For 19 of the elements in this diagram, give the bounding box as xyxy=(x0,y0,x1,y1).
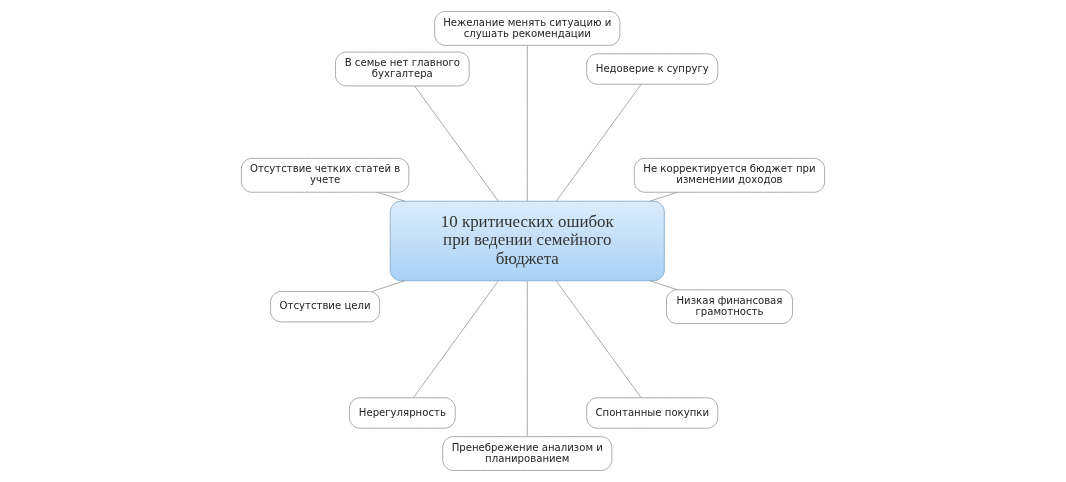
connector xyxy=(555,84,642,202)
connector xyxy=(371,280,406,292)
node-box: 10 критических ошибок при ведении семейного бюджета xyxy=(389,200,665,282)
connector xyxy=(526,45,528,202)
connector xyxy=(555,280,642,398)
node-box: Спонтанные покупки xyxy=(586,397,719,429)
node-box: Нерегулярность xyxy=(349,397,456,429)
connector xyxy=(413,280,499,398)
node-box: Низкая финансовая грамотность xyxy=(666,289,793,325)
node-box: Отсутствие четких статей в учете xyxy=(240,157,410,193)
node-box: Не корректируется бюджет при изменении доходов xyxy=(633,157,826,193)
connector xyxy=(649,280,678,291)
node-box: Отсутствие цели xyxy=(270,291,381,323)
node-box: Недоверие к супругу xyxy=(586,53,719,85)
node-box: Нежелание менять ситуацию и слушать рекомендации xyxy=(434,11,621,46)
node-box: В семье нет главного бухгалтера xyxy=(335,51,470,87)
connector xyxy=(526,280,528,437)
node-box: Пренебрежение анализом и планированием xyxy=(442,436,613,471)
connector xyxy=(414,85,499,202)
